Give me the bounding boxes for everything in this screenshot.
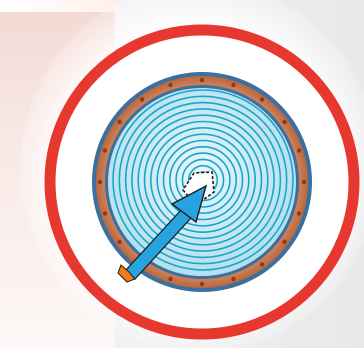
rim-bolt	[140, 97, 144, 101]
rim-bolt	[103, 148, 107, 152]
rim-bolt	[297, 148, 301, 152]
rim-bolt	[260, 262, 264, 266]
rim-bolt	[103, 211, 107, 215]
rim-bolt	[200, 282, 204, 286]
rim-bolt	[297, 211, 301, 215]
rim-bolt	[302, 180, 306, 184]
rim-bolt	[231, 83, 235, 87]
rim-bolt	[282, 120, 286, 124]
rim-bolt	[98, 180, 102, 184]
rim-bolt	[260, 97, 264, 101]
rim-bolt	[200, 78, 204, 82]
rim-bolt	[168, 277, 172, 281]
rim-bolt	[117, 120, 121, 124]
rim-bolt	[168, 83, 172, 87]
rim-bolt	[231, 277, 235, 281]
rim-bolt	[117, 240, 121, 244]
rim-bolt	[282, 240, 286, 244]
